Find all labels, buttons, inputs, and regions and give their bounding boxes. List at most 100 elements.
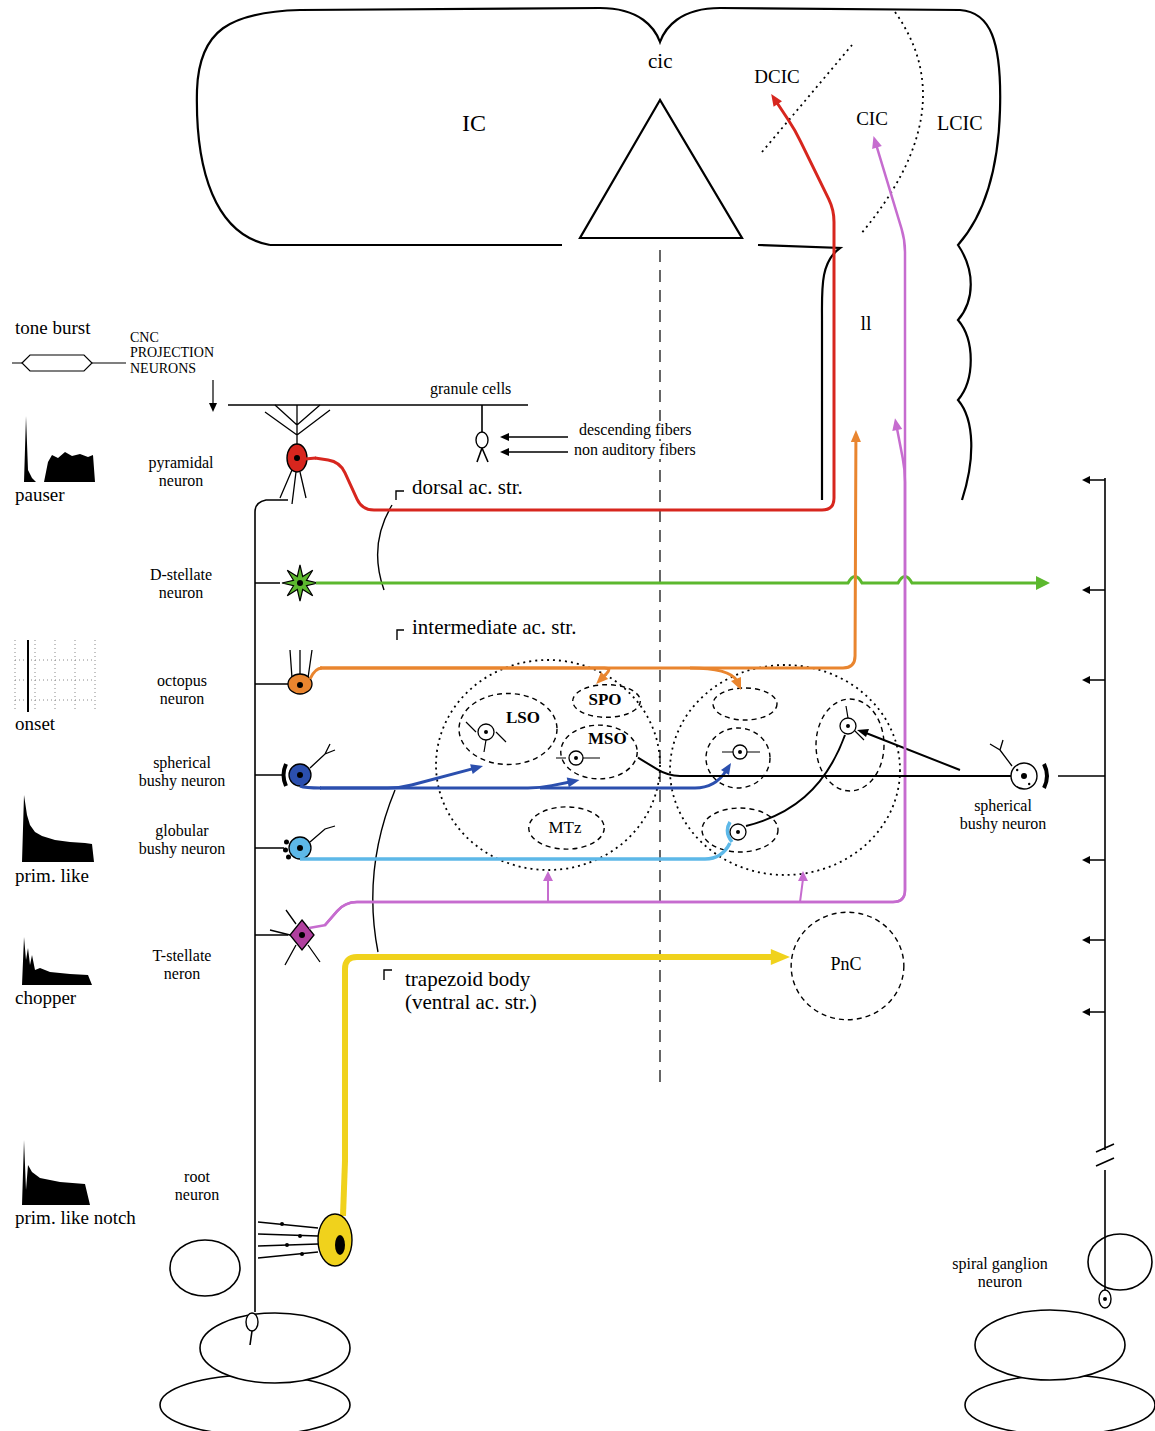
granule-cell (476, 432, 488, 448)
arrowhead (892, 418, 902, 431)
cell-nucleus (297, 845, 303, 851)
response-name: pauser (15, 485, 65, 506)
arrowhead (851, 430, 861, 442)
axon-stub (310, 668, 322, 679)
nucleus-outline (816, 699, 884, 791)
primary-like-histogram (15, 795, 94, 862)
node-label: spiral ganglion neuron (940, 1255, 1060, 1292)
response-name: chopper (15, 988, 76, 1009)
soc-region (670, 665, 900, 875)
connector-line (345, 957, 778, 1162)
neuron-node: root neuron (165, 1162, 370, 1274)
arrowhead (857, 729, 869, 737)
node-label: root neuron (167, 1168, 227, 1205)
node-label: ll (840, 312, 892, 335)
node-label: CIC (848, 108, 896, 130)
connector-line (638, 758, 945, 776)
nucleus-node: LSO (458, 692, 558, 766)
arrowhead (1036, 576, 1050, 590)
arrowhead (771, 94, 782, 107)
cell-nucleus (297, 772, 303, 778)
nucleus-outline (702, 808, 778, 852)
nucleus-node: SPO (572, 684, 641, 718)
arrowhead (470, 764, 483, 774)
connector (638, 758, 945, 776)
cochlea (965, 1375, 1155, 1431)
axon-stub (944, 775, 1011, 777)
granule-cell-axons (228, 405, 568, 462)
fiber-label: non auditory fibers (572, 441, 698, 459)
connector (315, 94, 834, 510)
response-name: prim. like notch (15, 1208, 136, 1229)
neuron-node: globular bushy neuron (136, 822, 320, 866)
node-label: MTz (528, 818, 602, 838)
neuron-node: spiral ganglion neuron (940, 1255, 1120, 1307)
connector (320, 668, 609, 684)
fiber-label: descending fibers (577, 421, 693, 439)
dendrites (265, 405, 330, 504)
connector-line (325, 143, 905, 925)
cell-nucleus (297, 580, 303, 586)
pathway-label: dorsal ac. str. (410, 476, 525, 499)
node-label: SPO (572, 690, 638, 710)
subdivision-boundary (762, 12, 923, 235)
soc-region (436, 660, 660, 870)
pathway-label: trapezoid body (ventral ac. str.) (403, 968, 597, 1014)
dendrites (270, 910, 320, 965)
cochlea (160, 1375, 350, 1431)
node-label: globular bushy neuron (136, 822, 228, 859)
node-label: D-stellate neuron (135, 566, 227, 603)
auditory-nerve (250, 500, 318, 1345)
cell-nucleus (299, 932, 305, 938)
node-label: LSO (506, 708, 546, 728)
onset-histogram (27, 640, 29, 712)
connector-line (320, 781, 572, 788)
connector-line (315, 100, 834, 510)
neuron-node: T-stellate neron (136, 915, 325, 987)
midbrain-outline (197, 8, 1000, 500)
synapse-dots (280, 1222, 304, 1256)
response-name: tone burst (15, 318, 90, 339)
region-label: DCIC (742, 62, 815, 94)
tone-burst-symbol (22, 355, 92, 371)
region-label: ll (840, 312, 895, 430)
arrowhead (543, 871, 808, 881)
connector (320, 764, 483, 788)
node-label: DCIC (742, 66, 812, 88)
connector-line (325, 425, 905, 925)
cell-nucleus (335, 1235, 345, 1255)
root-cell (318, 1214, 352, 1266)
cell-nucleus (294, 455, 300, 461)
arrowhead (596, 672, 608, 684)
cell-nucleus (1103, 1297, 1107, 1301)
onset-grid (15, 640, 95, 712)
cochlea (1088, 1234, 1152, 1290)
pathway-label: intermediate ac. str. (410, 616, 578, 639)
midline (659, 250, 660, 1090)
d-stellate-axon (316, 577, 1038, 584)
inhibitory-projection (746, 733, 960, 826)
response-name: prim. like (15, 866, 89, 887)
axon-stub (309, 925, 326, 928)
dashed-ellipse (561, 725, 637, 779)
region-label: CIC (848, 106, 899, 136)
nucleus-node: MTz (528, 806, 605, 850)
connector (325, 418, 905, 925)
dashed-ellipse (573, 685, 641, 718)
node-label: pyramidal neuron (135, 454, 227, 491)
connector (345, 949, 790, 1162)
neuron-node: octopus neuron (136, 662, 320, 718)
octopus-cell (288, 674, 312, 694)
connector (320, 430, 861, 668)
t-stellate-cell (290, 920, 314, 950)
connector (325, 136, 905, 925)
cochlea (200, 1313, 350, 1383)
arrowhead (872, 136, 882, 149)
spiral-ganglion-cell (246, 1313, 258, 1331)
node-label: MSO (588, 729, 634, 749)
dendrites (310, 744, 335, 768)
synapse-dots (283, 840, 291, 860)
dendrites (466, 706, 864, 758)
